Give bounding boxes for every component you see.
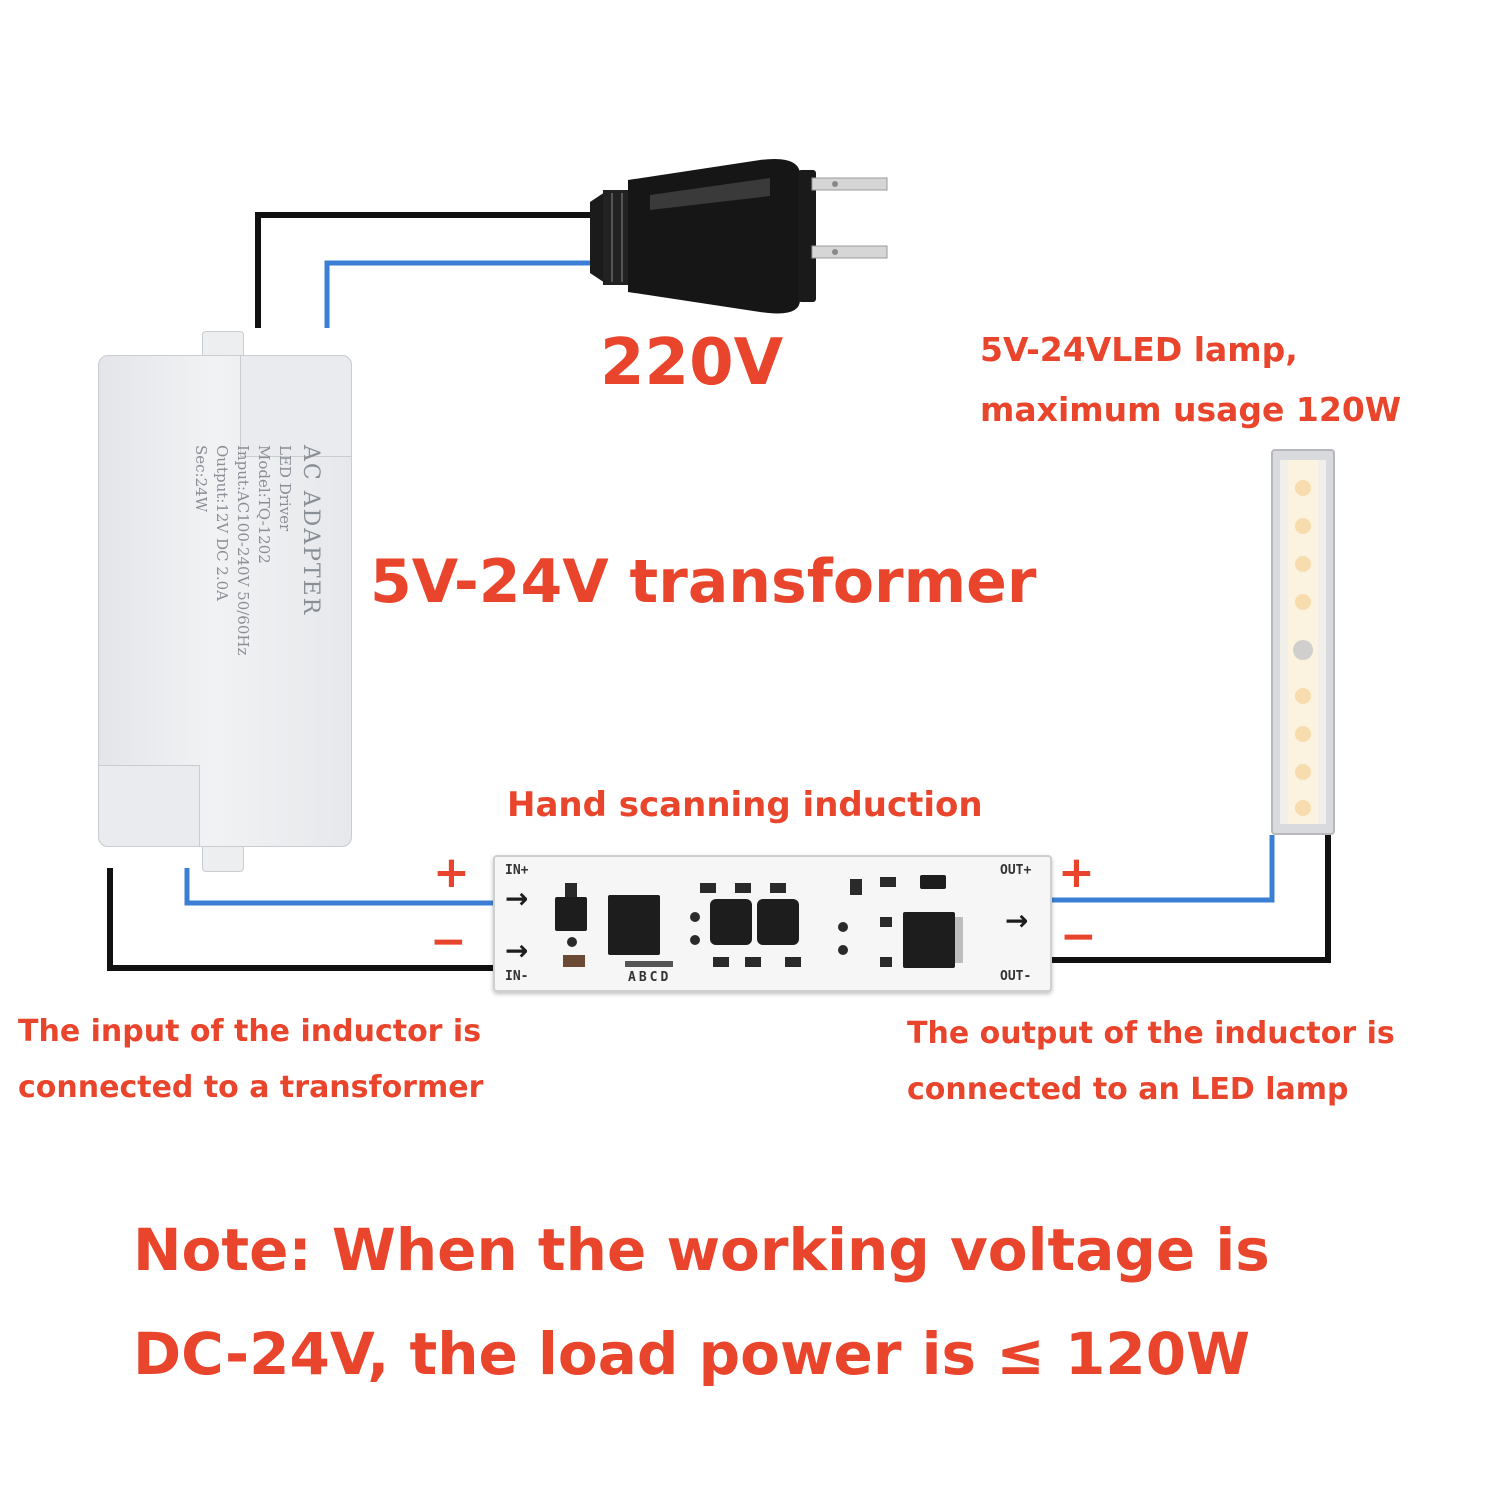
arrow-out-icon: → bbox=[1005, 904, 1029, 937]
smd-pad-12 bbox=[838, 945, 848, 955]
adapter-line-3: Input:AC100-240V 50/60Hz bbox=[234, 445, 252, 656]
pcb-out-minus: OUT- bbox=[1000, 969, 1032, 984]
adapter-title: AC ADAPTER bbox=[298, 445, 323, 617]
ir-sensor-right bbox=[757, 899, 799, 945]
out-minus-symbol: − bbox=[1060, 911, 1097, 962]
smd-pad-9 bbox=[690, 912, 700, 922]
output-label-line-1: The output of the inductor is bbox=[907, 1016, 1395, 1051]
diode bbox=[920, 875, 946, 889]
adapter-cap-bottom bbox=[98, 765, 200, 847]
led-lamp-graphic bbox=[1271, 449, 1335, 835]
arrow-in-minus-icon: → bbox=[505, 934, 529, 967]
power-plug bbox=[590, 159, 888, 314]
jumper-pads bbox=[625, 961, 673, 967]
output-label-line-2: connected to an LED lamp bbox=[907, 1072, 1349, 1107]
smd-pad-5 bbox=[745, 957, 761, 967]
smd-pad-7 bbox=[880, 877, 896, 887]
led-lamp bbox=[1262, 448, 1342, 836]
input-label-line-2: connected to a transformer bbox=[18, 1070, 484, 1105]
wire-out-plus bbox=[1048, 835, 1275, 903]
in-minus-symbol: − bbox=[430, 916, 467, 967]
mosfet-chip bbox=[903, 912, 955, 968]
arrow-in-plus-icon: → bbox=[505, 882, 529, 915]
smd-pad-13 bbox=[880, 917, 892, 927]
sensor-label: Hand scanning induction bbox=[507, 785, 983, 825]
pcb-in-plus: IN+ bbox=[505, 863, 529, 878]
smd-pad-8 bbox=[850, 879, 862, 895]
wire-plug-black bbox=[255, 212, 595, 328]
supply-voltage-label: 220V bbox=[600, 326, 784, 400]
out-plus-symbol: + bbox=[1058, 847, 1095, 898]
input-label-line-1: The input of the inductor is bbox=[18, 1014, 482, 1049]
smd-pad-2 bbox=[735, 883, 751, 893]
hand-scan-sensor-board: IN+ IN- OUT+ OUT- ABCD → → → bbox=[493, 855, 1052, 992]
wire-in-minus bbox=[107, 868, 495, 971]
adapter-cap-top bbox=[240, 355, 352, 457]
adapter-label: AC ADAPTER LED Driver Model:TQ-1202 Inpu… bbox=[150, 445, 330, 745]
wire-out-minus bbox=[1048, 835, 1331, 963]
adapter-line-4: Output:12V DC 2.0A bbox=[213, 445, 231, 601]
ac-adapter: AC ADAPTER LED Driver Model:TQ-1202 Inpu… bbox=[90, 325, 352, 872]
smd-pad-6 bbox=[785, 957, 801, 967]
smd-pad-3 bbox=[770, 883, 786, 893]
pcb-in-minus: IN- bbox=[505, 969, 529, 984]
adapter-line-1: LED Driver bbox=[276, 445, 294, 532]
smd-pad-10 bbox=[690, 935, 700, 945]
smd-pad-1 bbox=[700, 883, 716, 893]
note-line-1: Note: When the working voltage is bbox=[133, 1216, 1270, 1284]
regulator-pad bbox=[565, 883, 577, 897]
pcb-jumper-labels: ABCD bbox=[628, 970, 672, 985]
smd-pad-4 bbox=[713, 957, 729, 967]
pcb-out-plus: OUT+ bbox=[1000, 863, 1032, 878]
smd-pad-15 bbox=[567, 937, 577, 947]
adapter-line-5: Sec:24W bbox=[192, 445, 210, 513]
wire-in-plus bbox=[184, 868, 495, 906]
regulator-chip bbox=[555, 897, 587, 931]
adapter-line-2: Model:TQ-1202 bbox=[255, 445, 273, 564]
smd-pad-14 bbox=[880, 957, 892, 967]
in-plus-symbol: + bbox=[433, 847, 470, 898]
wire-plug-blue bbox=[324, 260, 595, 328]
mosfet-tab bbox=[955, 917, 963, 963]
transformer-label: 5V-24V transformer bbox=[370, 547, 1037, 617]
note-line-2: DC-24V, the load power is ≤ 120W bbox=[133, 1320, 1251, 1388]
ir-sensor-left bbox=[710, 899, 752, 945]
controller-chip bbox=[608, 895, 660, 955]
lamp-label-line-1: 5V-24VLED lamp, bbox=[980, 330, 1298, 369]
smd-pad-11 bbox=[838, 922, 848, 932]
lamp-label-line-2: maximum usage 120W bbox=[980, 390, 1402, 429]
resistor bbox=[563, 955, 585, 967]
